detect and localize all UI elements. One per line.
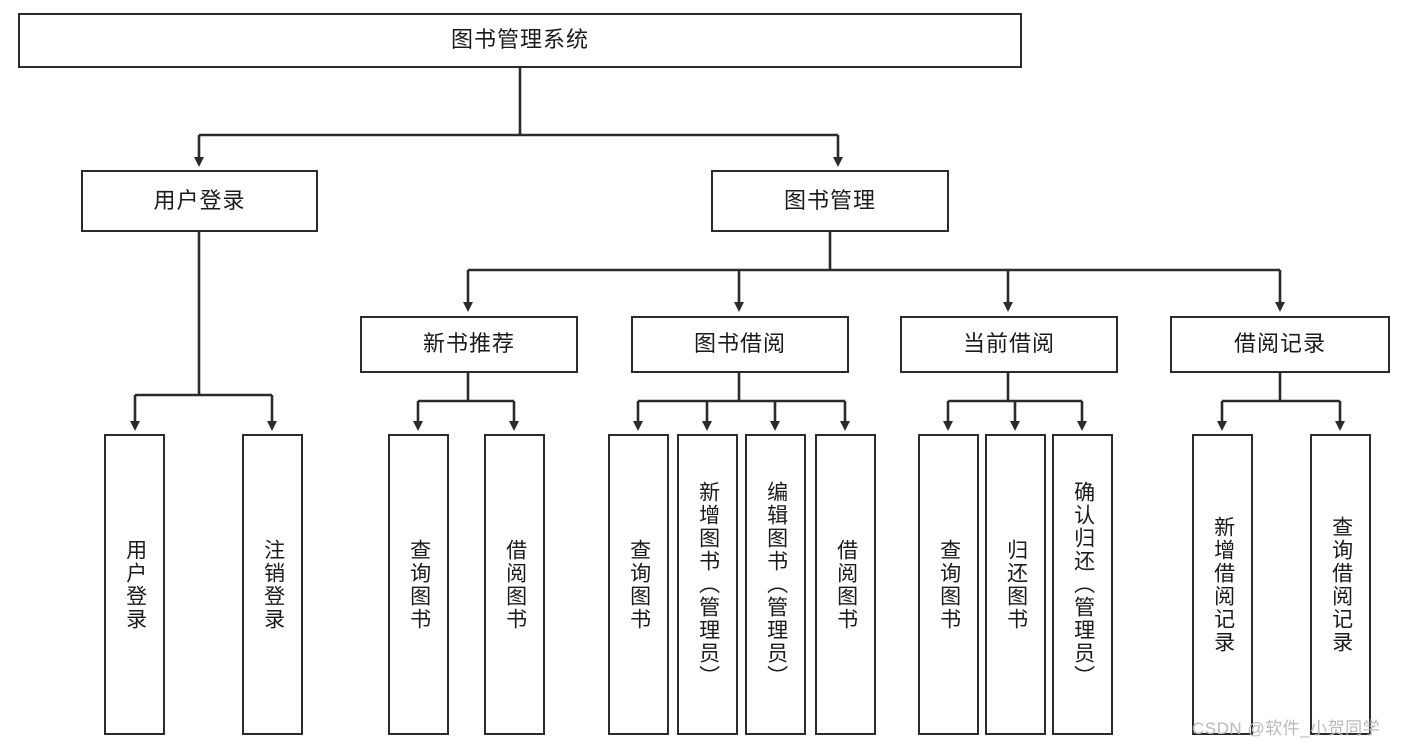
node-label: 用户登录 xyxy=(153,187,246,213)
node-label: 编辑图书（管理员） xyxy=(764,481,788,688)
node-label: 用户登录 xyxy=(123,538,147,631)
leaf-return-book[interactable]: 归还图书 xyxy=(985,434,1046,735)
node-book-management[interactable]: 图书管理 xyxy=(711,170,949,232)
leaf-edit-book-admin[interactable]: 编辑图书（管理员） xyxy=(745,434,806,735)
node-label: 查询图书 xyxy=(937,538,961,631)
leaf-query-book-borrow[interactable]: 查询图书 xyxy=(608,434,669,735)
node-root-book-management-system[interactable]: 图书管理系统 xyxy=(18,13,1022,68)
node-current-borrow[interactable]: 当前借阅 xyxy=(900,316,1118,373)
node-label: 当前借阅 xyxy=(962,331,1055,357)
node-label: 新增图书（管理员） xyxy=(696,481,720,688)
leaf-borrow-book[interactable]: 借阅图书 xyxy=(815,434,876,735)
node-label: 注销登录 xyxy=(261,538,285,631)
node-label: 图书管理系统 xyxy=(450,27,589,53)
leaf-logout[interactable]: 注销登录 xyxy=(242,434,303,735)
node-label: 查询借阅记录 xyxy=(1329,515,1353,654)
leaf-query-borrow-record[interactable]: 查询借阅记录 xyxy=(1310,434,1371,735)
node-user-login[interactable]: 用户登录 xyxy=(81,170,318,232)
node-label: 确认归还（管理员） xyxy=(1071,481,1095,688)
node-label: 借阅图书 xyxy=(834,538,858,631)
leaf-query-book-new[interactable]: 查询图书 xyxy=(388,434,449,735)
node-label: 查询图书 xyxy=(407,538,431,631)
node-label: 新增借阅记录 xyxy=(1211,515,1235,654)
node-borrow-records[interactable]: 借阅记录 xyxy=(1170,316,1390,373)
node-label: 图书管理 xyxy=(783,187,876,213)
node-book-borrow[interactable]: 图书借阅 xyxy=(631,316,849,373)
node-label: 查询图书 xyxy=(627,538,651,631)
node-label: 图书借阅 xyxy=(693,331,786,357)
csdn-watermark: CSDN @软件_小贺同学 xyxy=(1192,719,1381,738)
node-new-book-recommendation[interactable]: 新书推荐 xyxy=(360,316,578,373)
leaf-query-book-current[interactable]: 查询图书 xyxy=(918,434,979,735)
leaf-add-borrow-record[interactable]: 新增借阅记录 xyxy=(1192,434,1253,735)
node-label: 借阅图书 xyxy=(503,538,527,631)
leaf-add-book-admin[interactable]: 新增图书（管理员） xyxy=(677,434,738,735)
leaf-user-login[interactable]: 用户登录 xyxy=(104,434,165,735)
node-label: 借阅记录 xyxy=(1233,331,1326,357)
leaf-confirm-return-admin[interactable]: 确认归还（管理员） xyxy=(1052,434,1113,735)
node-label: 归还图书 xyxy=(1004,538,1028,631)
leaf-borrow-book-new[interactable]: 借阅图书 xyxy=(484,434,545,735)
node-label: 新书推荐 xyxy=(422,331,515,357)
